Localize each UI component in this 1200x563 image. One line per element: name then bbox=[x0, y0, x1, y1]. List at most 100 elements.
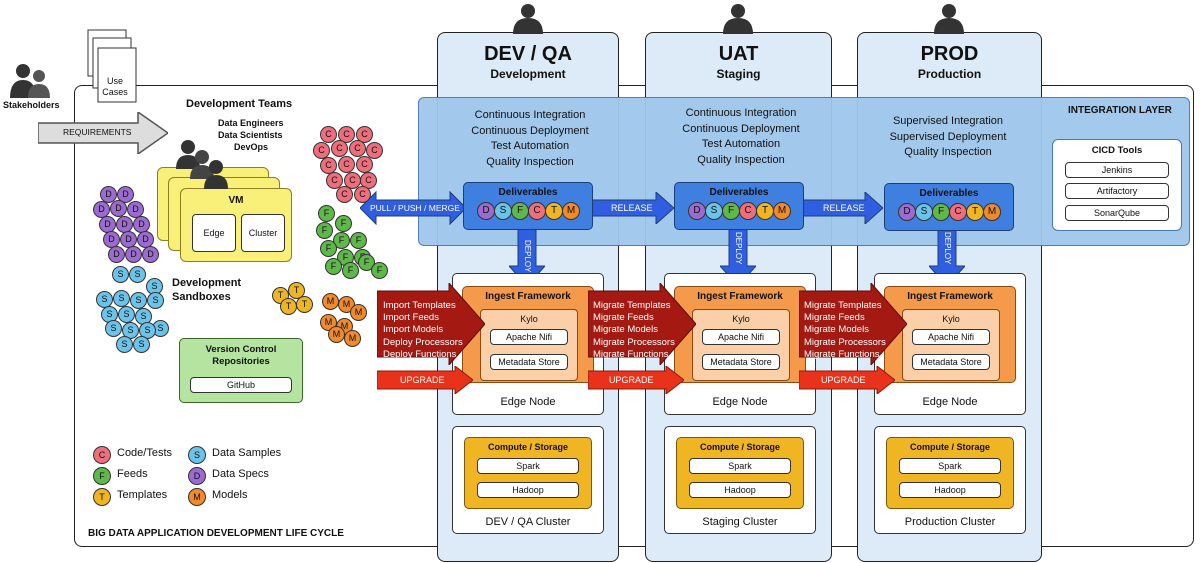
edge-node-devqa: Ingest Framework Kylo Apache Nifi Metada… bbox=[452, 273, 604, 415]
deliverable-dot: M bbox=[773, 202, 791, 220]
deliverable-dot: F bbox=[932, 203, 950, 221]
deliverable-dot: M bbox=[562, 202, 580, 220]
hadoop: Hadoop bbox=[899, 482, 1001, 498]
artifact-bubble: T bbox=[296, 296, 313, 313]
spark: Spark bbox=[477, 458, 579, 474]
edge-node-prod: Ingest Framework Kylo Apache Nifi Metada… bbox=[874, 273, 1026, 415]
document-stack-icon bbox=[87, 29, 137, 103]
artifact-bubble: D bbox=[110, 200, 127, 217]
artifact-bubble: T bbox=[280, 298, 297, 315]
deliverable-dot: T bbox=[966, 203, 984, 221]
vm-title: VM bbox=[228, 195, 244, 206]
import-arrow bbox=[377, 283, 485, 365]
hadoop: Hadoop bbox=[477, 482, 579, 498]
artifact-bubble: S bbox=[116, 336, 133, 353]
upgrade-arrow bbox=[588, 366, 684, 394]
vm-cluster: Cluster bbox=[241, 214, 285, 252]
edge-node-label: Edge Node bbox=[922, 396, 978, 408]
spark: Spark bbox=[899, 458, 1001, 474]
legend-swatch: C bbox=[93, 446, 111, 464]
env-subtitle: Production bbox=[917, 67, 982, 81]
release-label: RELEASE bbox=[611, 203, 653, 213]
artifact-bubble: F bbox=[325, 258, 342, 275]
release-arrow bbox=[588, 192, 674, 224]
artifactory-tool: Artifactory bbox=[1065, 183, 1169, 199]
deliverable-dot: C bbox=[949, 203, 967, 221]
person-icon bbox=[934, 4, 964, 34]
artifact-bubble: F bbox=[316, 222, 333, 239]
artifact-bubble: M bbox=[350, 304, 367, 321]
deliverable-dot: T bbox=[545, 202, 563, 220]
migrate-arrow bbox=[588, 283, 696, 365]
ingest-title: Ingest Framework bbox=[697, 291, 783, 302]
artifact-bubble: C bbox=[313, 142, 330, 159]
artifact-bubble: S bbox=[118, 306, 135, 323]
artifact-bubble: C bbox=[356, 156, 373, 173]
deliverable-dot: D bbox=[688, 202, 706, 220]
artifact-bubble: T bbox=[288, 282, 305, 299]
artifact-bubble: M bbox=[322, 293, 339, 310]
compute-title: Compute / Storage bbox=[909, 442, 990, 452]
cluster-label: DEV / QA Cluster bbox=[485, 516, 571, 528]
artifact-bubble: S bbox=[105, 320, 122, 337]
legend-label: Feeds bbox=[117, 468, 148, 480]
deliverable-dot: C bbox=[739, 202, 757, 220]
person-icon bbox=[513, 4, 543, 34]
edge-node-label: Edge Node bbox=[712, 396, 768, 408]
cluster-devqa: Compute / Storage Spark Hadoop DEV / QA … bbox=[452, 426, 604, 534]
legend-label: Code/Tests bbox=[117, 447, 173, 459]
cluster-label: Staging Cluster bbox=[702, 516, 778, 528]
artifact-bubble: S bbox=[113, 290, 130, 307]
artifact-bubble: D bbox=[142, 246, 159, 263]
compute-title: Compute / Storage bbox=[487, 442, 568, 452]
cluster-label: Production Cluster bbox=[904, 516, 996, 528]
spark: Spark bbox=[689, 458, 791, 474]
artifact-bubble: F bbox=[333, 232, 350, 249]
env-title: UAT bbox=[718, 43, 759, 65]
artifact-bubble: S bbox=[129, 266, 146, 283]
artifact-bubble: C bbox=[356, 126, 373, 143]
kylo-title: Kylo bbox=[942, 314, 960, 324]
artifact-bubble: F bbox=[342, 262, 359, 279]
env-title: PROD bbox=[920, 43, 979, 65]
deliverable-dot: M bbox=[983, 203, 1001, 221]
ingest-framework: Ingest Framework Kylo Apache Nifi Metada… bbox=[884, 286, 1016, 383]
release-arrow bbox=[797, 192, 883, 224]
artifact-bubble: C bbox=[349, 140, 366, 157]
artifact-bubble: C bbox=[354, 186, 371, 203]
env-subtitle: Staging bbox=[716, 67, 761, 81]
artifact-bubble: C bbox=[326, 172, 343, 189]
artifact-bubble: S bbox=[130, 292, 147, 309]
dev-team-person-icons bbox=[176, 140, 228, 189]
deliverable-dot: S bbox=[915, 203, 933, 221]
compute-title: Compute / Storage bbox=[699, 442, 780, 452]
deliverables-title: Deliverables bbox=[919, 188, 979, 199]
artifact-bubble: C bbox=[320, 157, 337, 174]
ingest-title: Ingest Framework bbox=[485, 291, 571, 302]
stakeholders-icon bbox=[10, 64, 50, 98]
upgrade-label: UPGRADE bbox=[609, 375, 654, 385]
upgrade-label: UPGRADE bbox=[821, 375, 866, 385]
upgrade-arrow bbox=[799, 366, 895, 394]
upgrade-arrow bbox=[377, 366, 473, 394]
artifact-bubble: M bbox=[344, 330, 361, 347]
jenkins-tool: Jenkins bbox=[1065, 162, 1169, 178]
kylo: Kylo Apache Nifi Metadata Store bbox=[902, 309, 1000, 381]
deliverable-dot: S bbox=[705, 202, 723, 220]
compute-storage: Compute / Storage Spark Hadoop bbox=[464, 437, 592, 509]
ingest-title: Ingest Framework bbox=[907, 291, 993, 302]
kylo: Kylo Apache Nifi Metadata Store bbox=[480, 309, 578, 381]
legend-swatch: D bbox=[188, 467, 206, 485]
artifact-bubble: F bbox=[318, 205, 335, 222]
vm-edge: Edge bbox=[192, 214, 236, 252]
